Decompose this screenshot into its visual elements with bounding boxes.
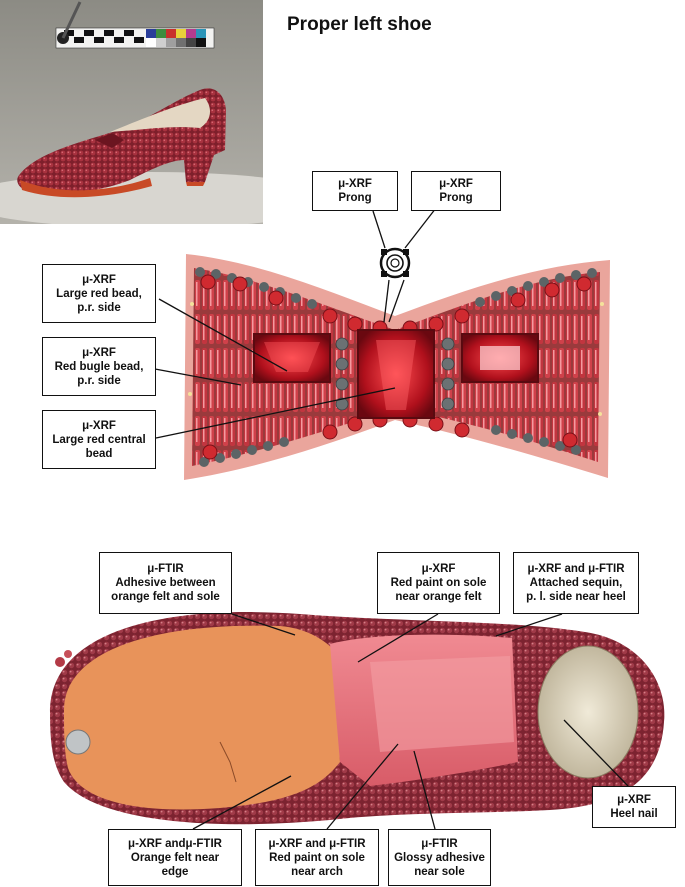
shoe-side: [17, 88, 227, 198]
bow-ornament-photo: [184, 254, 610, 480]
shoe-sole-photo: [50, 612, 665, 825]
shoe-side-photo: [0, 0, 263, 224]
prong-diagram-icon: [379, 247, 411, 279]
figure-title: Proper left shoe: [287, 14, 432, 35]
color-checker: [55, 1, 215, 49]
